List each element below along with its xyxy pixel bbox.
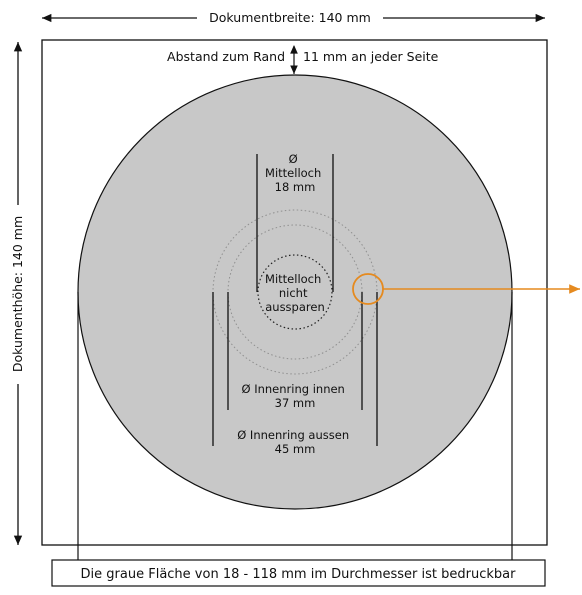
document-height-label: Dokumenthöhe: 140 mm [10,216,25,372]
document-frame [41,39,548,546]
margin-label: Abstand zum Rand [167,49,285,64]
center-hole-label: Ø Mittelloch 18 mm [265,152,325,194]
center-hole-outline [257,254,333,330]
footer-label: Die graue Fläche von 18 - 118 mm im Durc… [81,567,517,582]
inner-ring-inside-label: Ø Innenring innen 37 mm [242,382,349,410]
margin-value-label: 11 mm an jeder Seite [303,49,439,64]
footer-box [51,559,546,587]
document-width-label: Dokumentbreite: 140 mm [209,10,371,25]
inner-ring-outside-label: Ø Innenring aussen 45 mm [237,428,353,456]
center-note-label: Mittelloch nicht aussparen [265,272,325,314]
